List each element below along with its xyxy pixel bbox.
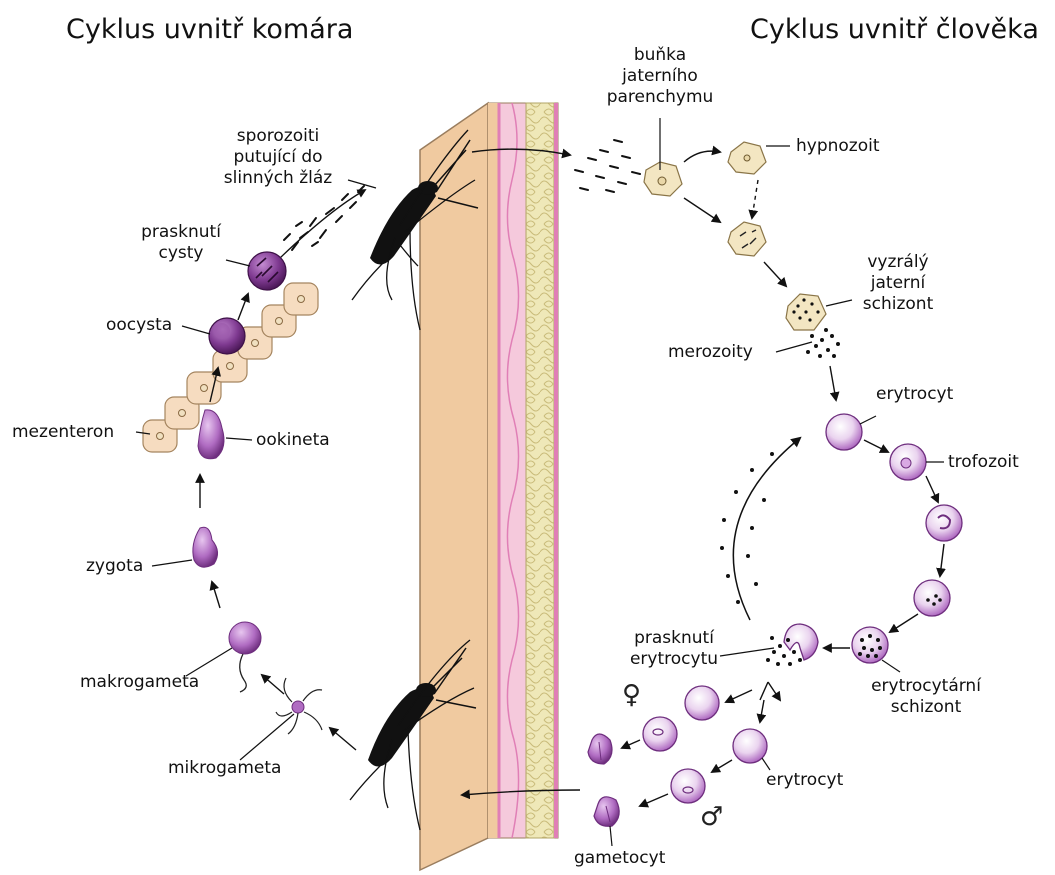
label-makrogameta: makrogameta	[80, 672, 199, 693]
label-prasknuti-erytrocytu: prasknutí erytrocytu	[622, 628, 726, 670]
label-mikrogameta: mikrogameta	[168, 758, 281, 779]
human-cycle-title: Cyklus uvnitř člověka	[750, 14, 1039, 45]
macrogamete	[229, 622, 261, 654]
label-sporozoiti-line1: sporozoiti	[208, 126, 348, 147]
label-zygota: zygota	[86, 556, 143, 577]
label-mezenteron: mezenteron	[12, 422, 114, 443]
label-vyzraly-line1: vyzrálý	[848, 252, 948, 273]
label-prasknuti-cysty: prasknutí cysty	[136, 222, 226, 264]
label-prasknuti-cysty-line1: prasknutí	[136, 222, 226, 243]
label-erytrocytarni: erytrocytární schizont	[856, 676, 996, 718]
epidermis-edge	[488, 103, 498, 838]
label-gametocyt: gametocyt	[574, 848, 665, 869]
label-bunka-line2: jaterního	[605, 66, 715, 87]
erythrocyte-bottom	[733, 729, 767, 763]
label-hypnozoit: hypnozoit	[796, 136, 880, 157]
label-erytrocyt-top: erytrocyt	[876, 384, 953, 405]
developing-schizont-rbc	[914, 580, 950, 616]
female-symbol-icon: ♀	[622, 680, 641, 710]
skin-cross-section	[420, 103, 558, 870]
fat-layer	[526, 103, 554, 838]
reinvasion-dots	[720, 452, 774, 604]
erythrocytic-schizont	[852, 627, 888, 663]
zygote	[193, 527, 218, 567]
label-vyzraly-line3: schizont	[848, 294, 948, 315]
label-vyzraly: vyzrálý jaterní schizont	[848, 252, 948, 315]
label-prasknuti-erytrocytu-line2: erytrocytu	[622, 649, 726, 670]
label-bunka: buňka jaterního parenchymu	[605, 45, 715, 108]
label-ookineta: ookineta	[256, 430, 330, 451]
male-gametocyte	[594, 797, 619, 826]
female-gametocyte-rbc	[643, 717, 677, 751]
erythrocyte-top	[826, 414, 862, 450]
label-bunka-line3: parenchymu	[605, 87, 715, 108]
label-prasknuti-cysty-line2: cysty	[136, 243, 226, 264]
label-oocysta: oocysta	[106, 315, 172, 336]
liver-cells	[644, 142, 826, 330]
microgamete	[292, 701, 304, 713]
back-edge	[554, 103, 558, 838]
label-erytrocyt-bottom: erytrocyt	[766, 770, 843, 791]
label-sporozoiti: sporozoiti putující do slinných žláz	[208, 126, 348, 189]
label-sporozoiti-line3: slinných žláz	[208, 168, 348, 189]
label-merozoity: merozoity	[668, 342, 753, 363]
label-trofozoit: trofozoit	[948, 452, 1019, 473]
sporozoite-dashes-right	[575, 140, 640, 192]
ring-stage-cell	[926, 505, 962, 541]
ruptured-erythrocyte	[784, 624, 818, 660]
male-symbol-icon: ♂	[700, 802, 723, 832]
label-erytrocytarni-line1: erytrocytární	[856, 676, 996, 697]
label-bunka-line1: buňka	[605, 45, 715, 66]
ookinete	[198, 410, 224, 459]
merozoite-dots	[806, 328, 840, 358]
label-erytrocytarni-line2: schizont	[856, 697, 996, 718]
male-gametocyte-rbc	[671, 769, 705, 803]
epidermis-front	[420, 103, 488, 870]
label-sporozoiti-line2: putující do	[208, 147, 348, 168]
hypnozoite-dashed-arrow	[752, 180, 758, 218]
label-vyzraly-line2: jaterní	[848, 273, 948, 294]
female-gametocyte-precursor	[685, 686, 719, 720]
mosquito-cycle-title: Cyklus uvnitř komára	[66, 14, 353, 45]
reinvasion-arrow	[733, 438, 800, 620]
label-prasknuti-erytrocytu-line1: prasknutí	[622, 628, 726, 649]
developing-schizont-cell	[728, 222, 766, 256]
